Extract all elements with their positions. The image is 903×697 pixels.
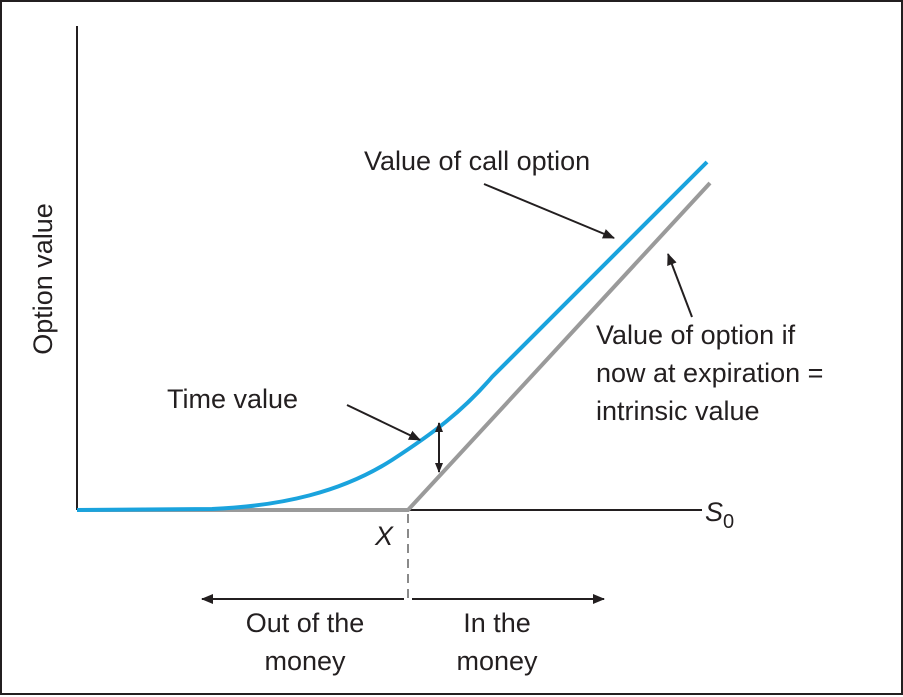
in-the-money-label-line-2: money [456, 646, 538, 676]
out-of-money-label-line-1: Out of the [246, 608, 365, 638]
intrinsic-value-pointer-arrow [667, 253, 693, 318]
call-value-label: Value of call option [364, 146, 590, 176]
strike-price-label: X [374, 521, 394, 551]
call-value-pointer-arrow [483, 183, 615, 239]
time-value-pointer-arrow [346, 404, 421, 441]
intrinsic-label-line-2: now at expiration = [596, 358, 823, 388]
x-axis-subscript: 0 [723, 511, 734, 533]
in-the-money-label-line-1: In the [463, 608, 531, 638]
x-axis-label: S0 [705, 497, 734, 533]
out-of-money-label-line-2: money [264, 646, 346, 676]
intrinsic-label-line-3: intrinsic value [596, 396, 760, 426]
call-option-curve [76, 160, 709, 512]
y-axis-label: Option value [28, 203, 58, 355]
x-axis-symbol: S [705, 497, 723, 527]
intrinsic-label-line-1: Value of option if [596, 320, 796, 350]
time-value-label: Time value [167, 384, 298, 414]
